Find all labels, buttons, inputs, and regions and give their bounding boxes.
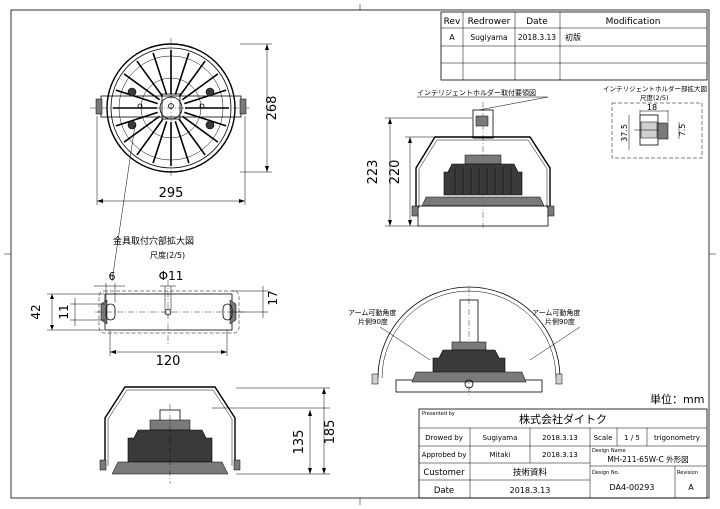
heatsink-fin [174, 52, 190, 95]
modification-header: Modification [606, 17, 661, 27]
date-header: Date [526, 17, 548, 27]
rev-row-1-modification: 初版 [565, 32, 581, 42]
heatsink-fin [178, 60, 206, 98]
drawn-date: 2018.3.13 [542, 434, 578, 442]
heatsink-fin [184, 89, 227, 105]
heatsink-fin [115, 111, 158, 127]
presented-by-label: Presented by [422, 411, 455, 417]
heatsink-fin [174, 121, 190, 164]
heatsink-fin [123, 73, 161, 101]
holder-dim-7-5: 7.5 [678, 124, 687, 137]
rev-row-1-rev: A [449, 33, 455, 42]
approved-by-value: Mitaki [489, 451, 510, 459]
bracket-detail: 金具取付穴部拡大図 尺度(2/5) 6 Φ11 42 11 [29, 235, 280, 369]
dim-17: 17 [266, 290, 280, 305]
design-name-label: Design Name [592, 448, 626, 454]
heatsink-fin [136, 118, 164, 156]
heatsink-fin [152, 121, 168, 164]
redrower-header: Redrower [468, 17, 511, 27]
customer-value: 技術資料 [513, 467, 548, 478]
date-value: 2018.3.13 [510, 486, 551, 495]
heatsink-fin [136, 60, 164, 98]
heatsink-fin [181, 73, 219, 101]
dim-6: 6 [109, 270, 116, 283]
rev-header: Rev [444, 17, 461, 27]
projection: trigonometry [654, 434, 700, 442]
design-no-label: Design No. [592, 470, 620, 476]
scale-label: Scale [594, 434, 613, 442]
heatsink-fin [178, 118, 206, 156]
approved-date: 2018.3.13 [542, 451, 578, 459]
side-view: 223 220 [366, 102, 555, 228]
heatsink-fin [152, 52, 168, 95]
unit-label: 単位：mm [650, 392, 704, 406]
dim-223: 223 [366, 160, 381, 185]
arm-view: アーム可動角度 片側90度 アーム可動角度 片側90度 [348, 286, 580, 395]
dim-220: 220 [388, 160, 403, 185]
arm-left-label-1: アーム可動角度 [348, 308, 396, 317]
scale-value: 1 / 5 [624, 434, 640, 442]
holder-enlarged-title: インテリジェントホルダー部拡大図 [603, 84, 707, 93]
dim-42: 42 [29, 304, 43, 319]
holder-dim-18: 18 [647, 103, 657, 112]
revision-value: A [688, 483, 694, 492]
design-name-value: MH-211-65W-C 外形図 [607, 454, 688, 464]
arm-right-label-1: アーム可動角度 [532, 308, 580, 317]
title-block: Presented by 株式会社ダイトク Drowed by Sugiyama… [418, 408, 708, 499]
heatsink-fin [184, 111, 227, 127]
bracket-scale: 尺度(2/5) [150, 250, 185, 260]
front-view: 268 295 [90, 38, 280, 282]
rev-row-1-date: 2018.3.13 [518, 33, 556, 42]
design-no-value: DA4-00293 [610, 483, 655, 492]
holder-detail: インテリジェントホルダー取付要領図 インテリジェントホルダー部拡大図 尺度(2/… [417, 84, 707, 159]
dim-185: 185 [323, 420, 338, 445]
approved-by-label: Approbed by [422, 451, 467, 459]
bottom-view: 135 185 [99, 386, 338, 484]
dim-120: 120 [156, 354, 181, 369]
heatsink-fin [181, 115, 219, 143]
drawn-by-label: Drowed by [425, 434, 463, 442]
customer-label: Customer [423, 468, 465, 478]
dim-11: 11 [57, 304, 71, 319]
dim-135: 135 [292, 430, 307, 455]
holder-title: インテリジェントホルダー取付要領図 [417, 88, 536, 97]
arm-right-label-2: 片側90度 [545, 317, 575, 326]
dim-295: 295 [159, 186, 184, 201]
drawn-by-value: Sugiyama [483, 434, 518, 442]
revision-label: Revision [677, 470, 698, 476]
rev-row-1-redrower: Sugiyama [470, 33, 507, 42]
heatsink-fin [123, 115, 161, 143]
bracket-title: 金具取付穴部拡大図 [113, 235, 194, 247]
heatsink-fin [115, 89, 158, 105]
revision-table: Rev Redrower Date Modification A Sugiyam… [440, 11, 708, 81]
dim-268: 268 [265, 96, 280, 121]
arm-left-label-2: 片側90度 [358, 317, 388, 326]
date-label: Date [434, 486, 454, 496]
company-name: 株式会社ダイトク [519, 412, 607, 426]
holder-enlarged-scale: 尺度(2/5) [640, 93, 669, 102]
dim-phi-11: Φ11 [159, 269, 184, 283]
holder-dim-37-5: 37.5 [620, 124, 629, 142]
